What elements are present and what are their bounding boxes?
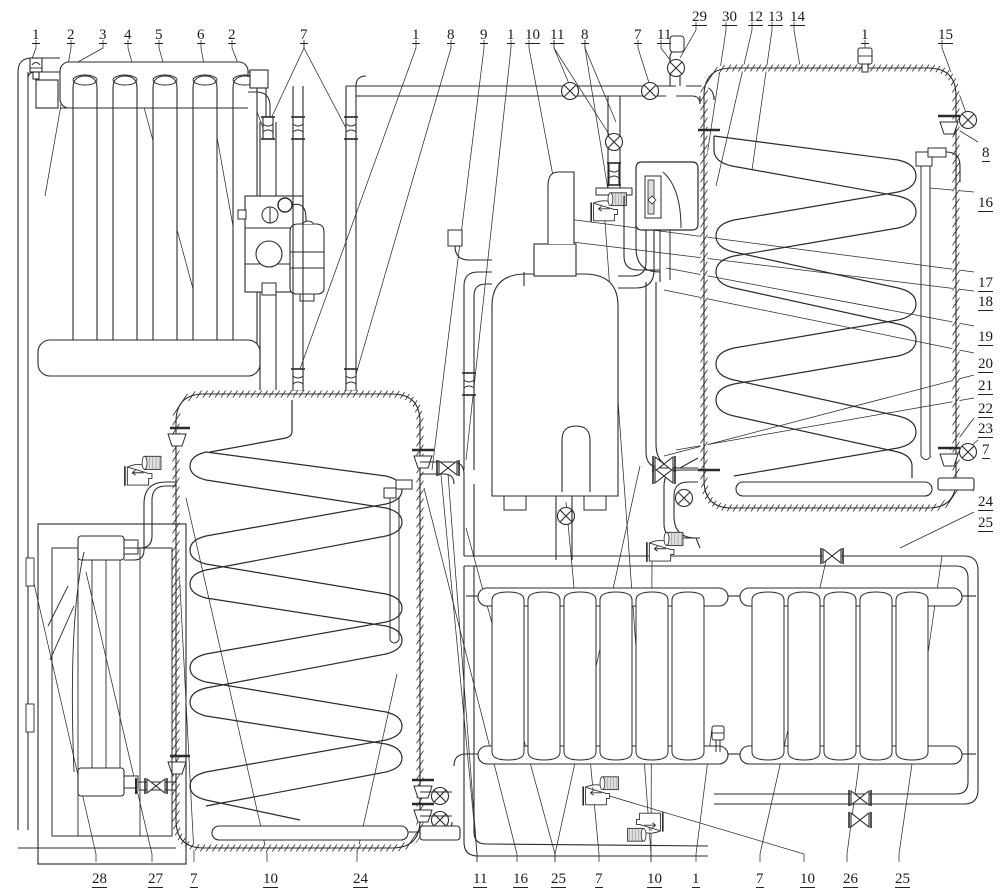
reference-numeral-26: 26 [843,871,858,888]
reference-numeral-20: 20 [978,356,993,373]
reference-numeral-22: 22 [978,401,993,418]
reference-numeral-25: 25 [551,871,566,888]
leader-lines-top-mid [295,40,969,471]
reference-numeral-1: 1 [32,27,40,44]
reference-numeral-8: 8 [447,27,455,44]
tank-left-nozzles [167,426,434,823]
reference-numeral-19: 19 [978,329,993,346]
reference-numeral-10: 10 [647,871,662,888]
radiator-pump-lower-2 [626,811,664,843]
flat-plate-pipework [18,481,176,849]
reference-numeral-30: 30 [722,9,737,26]
reference-numeral-10: 10 [263,871,278,888]
leader-lines-tank-right [679,22,801,187]
reference-numeral-1: 1 [861,27,869,44]
control-panel [635,161,699,280]
reference-numeral-4: 4 [124,27,132,44]
boiler-circulation-pump [590,192,628,223]
reference-numeral-2: 2 [67,27,75,44]
reference-numeral-6: 6 [197,27,205,44]
expansion-tank [289,220,325,302]
reference-numeral-16: 16 [978,195,993,212]
reference-numeral-16: 16 [513,871,528,888]
boiler-unit [447,171,655,560]
reference-numeral-5: 5 [155,27,163,44]
flat-plate-collector [25,523,187,865]
reference-numeral-7: 7 [634,27,642,44]
reference-numeral-8: 8 [581,27,589,44]
reference-numeral-1: 1 [412,27,420,44]
reference-numeral-3: 3 [99,27,107,44]
reference-numeral-25: 25 [895,871,910,888]
reference-numeral-17: 17 [978,275,993,292]
radiator-bank-right [739,587,963,765]
reference-numeral-10: 10 [525,27,540,44]
reference-numeral-2: 2 [228,27,236,44]
reference-numeral-25: 25 [978,515,993,532]
evacuated-tube-collector [37,61,261,377]
storage-tank-right [700,64,961,512]
radiator-air-vent [711,725,725,752]
reference-numeral-18: 18 [978,294,993,311]
radiator-pump-upper [646,531,684,563]
reference-numeral-1: 1 [692,871,700,888]
reference-numeral-24: 24 [978,494,993,511]
radiator-ring-main [453,555,979,857]
reference-numeral-7: 7 [982,442,990,459]
reference-numeral-9: 9 [480,27,488,44]
top-header-pipe [346,75,676,97]
reference-numeral-11: 11 [657,27,672,44]
circulation-pump-solar [124,455,162,487]
radiator-pump-lower-1 [582,775,620,807]
reference-numeral-24: 24 [353,871,368,888]
reference-numeral-7: 7 [756,871,764,888]
air-vent-right-tank [857,47,873,73]
reference-numeral-7: 7 [595,871,603,888]
reference-numeral-7: 7 [190,871,198,888]
radiator-bank-left [477,587,729,765]
reference-numeral-1: 1 [507,27,515,44]
tank-right-connect-pipes [645,282,701,549]
reference-numeral-29: 29 [692,9,707,26]
reference-numeral-28: 28 [92,871,107,888]
reference-numeral-14: 14 [790,9,805,26]
reference-numeral-27: 27 [148,871,163,888]
reference-numeral-10: 10 [800,871,815,888]
reference-numeral-11: 11 [473,871,488,888]
reference-numeral-23: 23 [978,421,993,438]
reference-numeral-7: 7 [300,27,308,44]
reference-numeral-13: 13 [768,9,783,26]
reference-numeral-21: 21 [978,378,993,395]
reference-numeral-11: 11 [550,27,565,44]
reference-numeral-12: 12 [748,9,763,26]
reference-numeral-8: 8 [982,145,990,162]
reference-numeral-15: 15 [938,27,953,44]
storage-tank-left [172,390,424,852]
